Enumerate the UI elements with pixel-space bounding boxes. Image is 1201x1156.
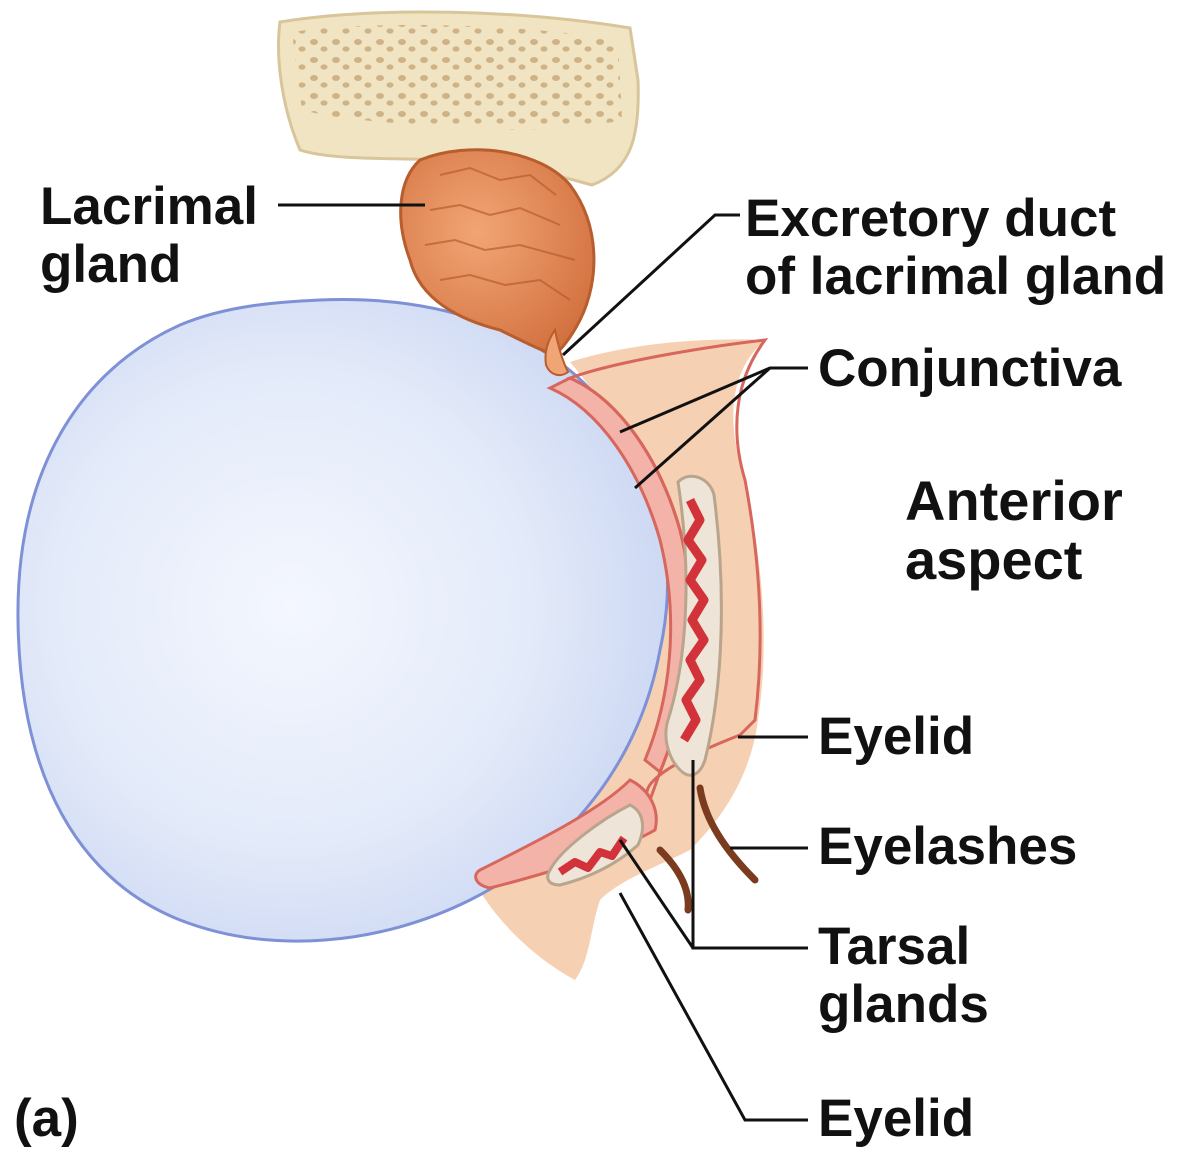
leader-eyelid-lower — [620, 893, 808, 1120]
label-eyelashes: Eyelashes — [818, 818, 1077, 876]
label-lacrimal-gland: Lacrimal gland — [40, 178, 258, 295]
label-excretory-duct: Excretory duct of lacrimal gland — [745, 190, 1166, 307]
figure-label: (a) — [14, 1090, 79, 1148]
label-anterior-aspect: Anterior aspect — [905, 472, 1123, 590]
label-eyelid-upper: Eyelid — [818, 708, 974, 766]
label-conjunctiva: Conjunctiva — [818, 340, 1121, 398]
label-eyelid-lower: Eyelid — [818, 1090, 974, 1148]
label-tarsal-glands: Tarsal glands — [818, 918, 989, 1035]
